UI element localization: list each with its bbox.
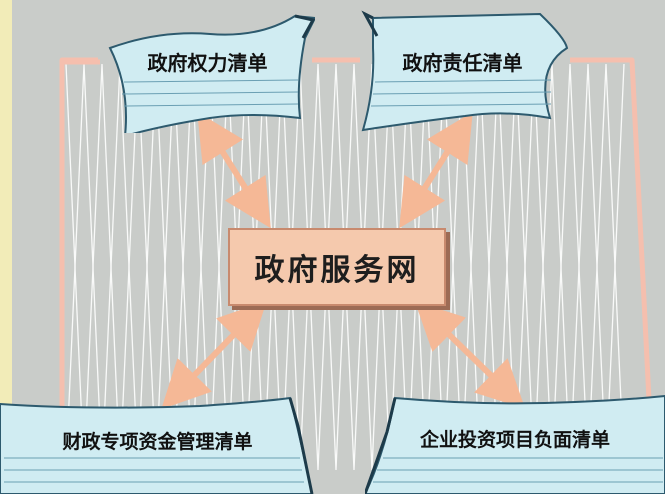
center-node-label: 政府服务网 (254, 253, 420, 288)
arrows (161, 111, 526, 410)
note-top-left-label: 政府权力清单 (147, 51, 268, 75)
note-bottom-right-label: 企业投资项目负面清单 (419, 428, 610, 451)
left-edge-strip (0, 0, 12, 494)
outline-frame-path (59, 57, 653, 421)
note-paper-shape (361, 10, 569, 132)
note-bottom-left-label: 财政专项资金管理清单 (62, 430, 253, 453)
note-top-right-label: 政府责任清单 (402, 51, 523, 75)
note-bottom-right: 企业投资项目负面清单 (365, 392, 665, 494)
note-paper-shape (108, 14, 315, 133)
note-paper-shape (0, 396, 314, 494)
note-top-left: 政府权力清单 (100, 8, 315, 133)
arrow-bottom-left (161, 300, 267, 410)
arrow-top-left (197, 111, 271, 229)
arrow-top-right (399, 111, 473, 229)
arrow-bottom-right (414, 301, 526, 409)
note-top-right: 政府责任清单 (355, 8, 570, 133)
note-paper-shape (365, 394, 665, 494)
note-bottom-left: 财政专项资金管理清单 (0, 396, 315, 494)
center-node: 政府服务网 (228, 228, 446, 306)
